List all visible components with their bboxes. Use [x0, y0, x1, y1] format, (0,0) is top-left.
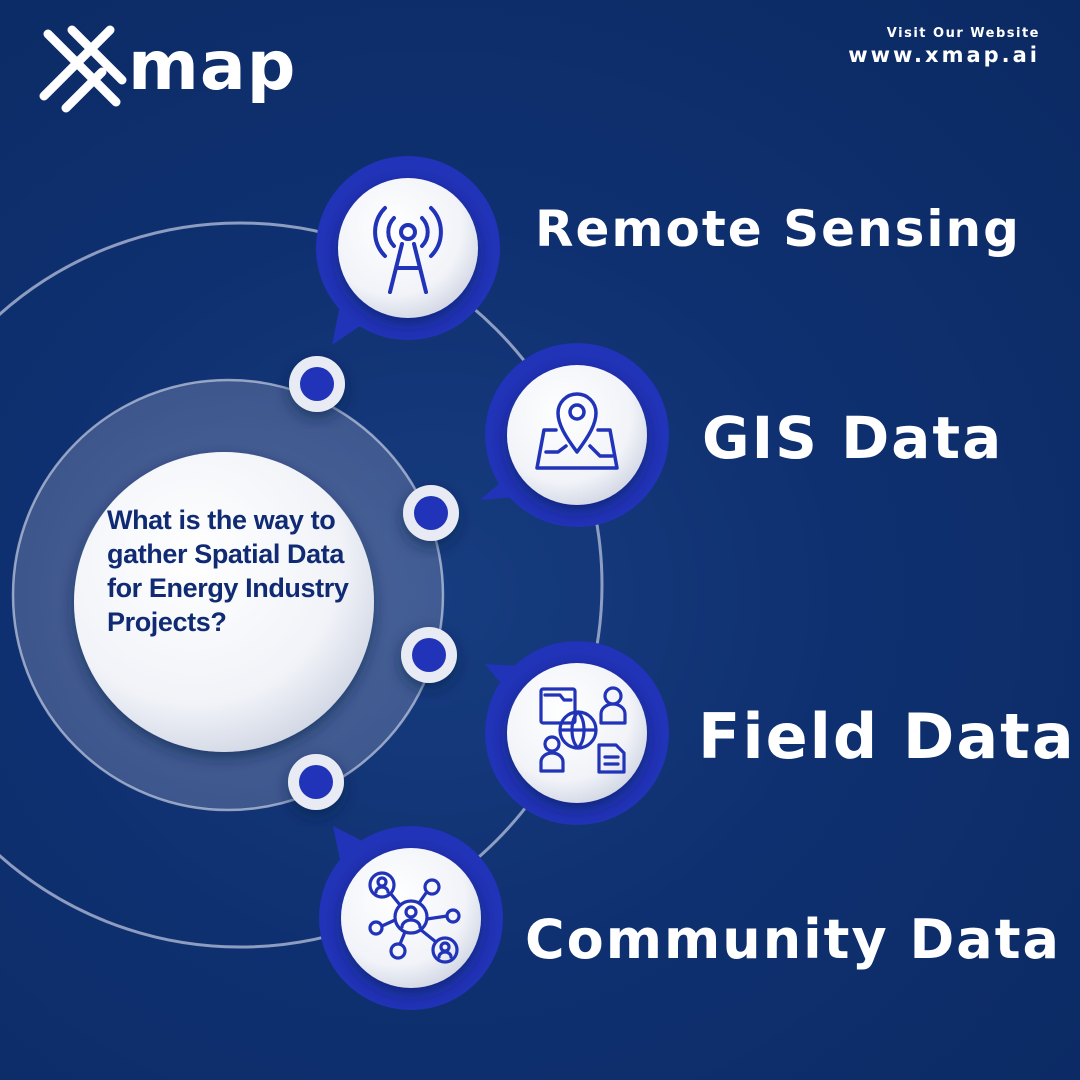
website-url[interactable]: www.xmap.ai [848, 43, 1040, 67]
connector-dot [300, 367, 334, 401]
antenna-tower-icon [373, 206, 443, 294]
connector-dot [299, 765, 333, 799]
field-data-bubble [485, 641, 669, 825]
x-logo-icon [39, 25, 127, 113]
connector-dot [412, 638, 446, 672]
field-data-network-icon [539, 686, 627, 774]
connector-dot [414, 496, 448, 530]
connector-dots [288, 356, 459, 810]
map-pin-icon [535, 392, 619, 470]
gis-data-bubble [480, 343, 669, 527]
brand-name: map [128, 27, 297, 106]
center-question: What is the way to gather Spatial Data f… [107, 505, 349, 637]
community-data-bubble [319, 826, 503, 1010]
remote-sensing-bubble [316, 156, 500, 345]
visit-label: Visit Our Website [886, 26, 1040, 41]
brand-logo [39, 25, 127, 113]
outer-orbit-ring [0, 221, 604, 949]
community-network-icon [368, 871, 461, 964]
method-label-community-data: Community Data [525, 908, 1061, 971]
method-label-remote-sensing: Remote Sensing [535, 200, 1021, 258]
method-label-gis-data: GIS Data [702, 404, 1004, 472]
center-question-ball [74, 452, 374, 752]
website-link[interactable]: Visit Our Website www.xmap.ai [848, 26, 1040, 67]
method-label-field-data: Field Data [698, 700, 1076, 773]
